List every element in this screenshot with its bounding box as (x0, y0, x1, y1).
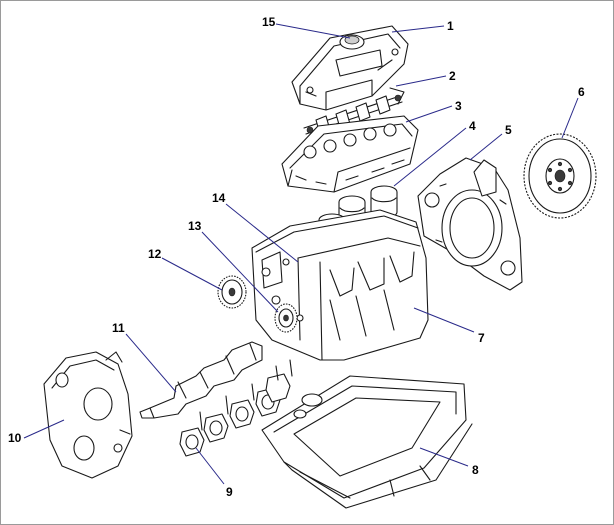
leader-9 (195, 447, 225, 485)
cylinder-block (251, 209, 429, 361)
flywheel-housing (417, 157, 523, 291)
idler-gear (217, 275, 247, 309)
callout-3: 3 (455, 99, 462, 113)
callout-14: 14 (212, 191, 226, 205)
leader-7 (413, 307, 475, 333)
leader-14 (225, 203, 299, 263)
front-gear-case (43, 351, 133, 479)
cylinder-head (281, 115, 419, 193)
callout-11: 11 (112, 321, 125, 335)
callout-13: 13 (188, 219, 202, 233)
leader-3 (405, 105, 453, 123)
crankshaft (139, 341, 263, 419)
callout-7: 7 (478, 331, 485, 345)
leader-1 (391, 25, 445, 33)
leader-6 (561, 97, 579, 139)
leader-15 (275, 23, 351, 39)
callout-1: 1 (447, 19, 454, 33)
leader-12 (161, 257, 223, 291)
leader-lines (23, 23, 579, 485)
callout-6: 6 (578, 85, 585, 99)
callout-15: 15 (262, 15, 276, 29)
flywheel (523, 133, 597, 219)
leader-4 (393, 127, 467, 187)
callout-9: 9 (226, 485, 233, 499)
leader-11 (125, 333, 177, 393)
callout-5: 5 (505, 123, 512, 137)
valve-cover (291, 25, 409, 111)
callout-4: 4 (469, 119, 476, 133)
callout-12: 12 (148, 247, 162, 261)
leader-8 (419, 447, 469, 467)
leader-2 (395, 75, 447, 87)
leader-10 (23, 419, 65, 439)
camshaft-gear (274, 303, 298, 333)
leader-5 (469, 133, 503, 161)
callout-8: 8 (472, 463, 479, 477)
callout-labels: 15 1 2 3 4 5 6 7 8 9 10 11 12 13 14 (8, 15, 585, 499)
leader-13 (201, 231, 279, 313)
main-bearings (179, 359, 293, 457)
callout-2: 2 (449, 69, 456, 83)
callout-10: 10 (8, 431, 22, 445)
oil-pan (261, 375, 473, 509)
